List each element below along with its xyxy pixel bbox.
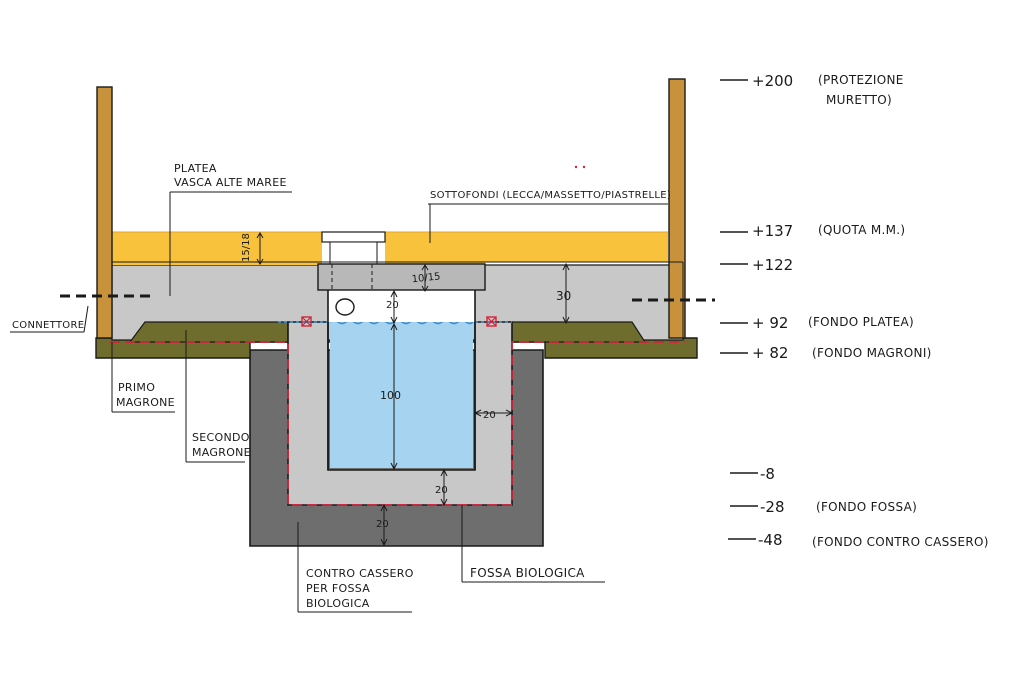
secondo-magrone-right (507, 321, 647, 343)
level-note: (PROTEZIONE (818, 73, 904, 87)
secondo-magrone-left (128, 321, 289, 343)
wood-post-right (668, 78, 686, 339)
label-secondo-magrone-2: MAGRONE (192, 446, 251, 459)
waterproof-line (110, 341, 685, 506)
connector-marker-right (486, 316, 497, 327)
sottofondi-layer-right (385, 232, 668, 268)
sottofondi-layer (112, 232, 322, 265)
label-contro-cassero-2: PER FOSSA (306, 582, 370, 595)
dim-30: 30 (556, 289, 571, 303)
chimney-cap (321, 231, 386, 243)
level-note: (FONDO PLATEA) (808, 315, 914, 329)
dim-20-side: 20 (483, 410, 496, 421)
label-fossa-biologica: FOSSA BIOLOGICA (470, 566, 585, 580)
dimension-lines (256, 232, 570, 547)
label-sottofondi: SOTTOFONDI (LECCA/MASSETTO/PIASTRELLE) (430, 190, 671, 201)
level-value: -28 (760, 498, 785, 516)
inlet-pipe (335, 298, 355, 316)
label-platea: PLATEA (174, 162, 217, 175)
label-primo-magrone-2: MAGRONE (116, 396, 175, 409)
connector-marker-left (301, 316, 312, 327)
chimney (329, 241, 378, 265)
cover-block (317, 263, 486, 291)
leader-lines (10, 191, 668, 613)
level-note: (FONDO CONTRO CASSERO) (812, 535, 989, 549)
dim-100: 100 (380, 389, 401, 402)
level-value: + 92 (752, 314, 788, 332)
level-note: (FONDO FOSSA) (816, 500, 917, 514)
level-note: (QUOTA M.M.) (818, 223, 905, 237)
label-vasca-alte-maree: VASCA ALTE MAREE (174, 176, 287, 189)
label-primo-magrone-1: PRIMO (118, 381, 155, 394)
dim-20-top: 20 (386, 300, 399, 311)
label-contro-cassero-1: CONTRO CASSERO (306, 567, 414, 580)
label-connettore: CONNETTORE (12, 320, 84, 331)
label-contro-cassero-3: BIOLOGICA (306, 597, 370, 610)
level-value: + 82 (752, 344, 788, 362)
water (330, 322, 473, 468)
dim-20-bottom-in: 20 (435, 485, 448, 496)
wood-post-left (96, 86, 113, 339)
level-value: -8 (760, 465, 775, 483)
label-secondo-magrone-1: SECONDO (192, 431, 250, 444)
elevation-levels: +200 (PROTEZIONE MURETTO) +137 (QUOTA M.… (720, 72, 989, 549)
dim-20-bottom-out: 20 (376, 519, 389, 530)
dim-10-15: 10/15 (411, 271, 441, 285)
level-value: +122 (752, 256, 793, 274)
level-value: -48 (758, 531, 783, 549)
level-value: +137 (752, 222, 793, 240)
dim-15-18: 15/18 (241, 233, 252, 262)
level-note: (FONDO MAGRONI) (812, 346, 932, 360)
level-value: +200 (752, 72, 793, 90)
level-note: MURETTO) (826, 93, 892, 107)
